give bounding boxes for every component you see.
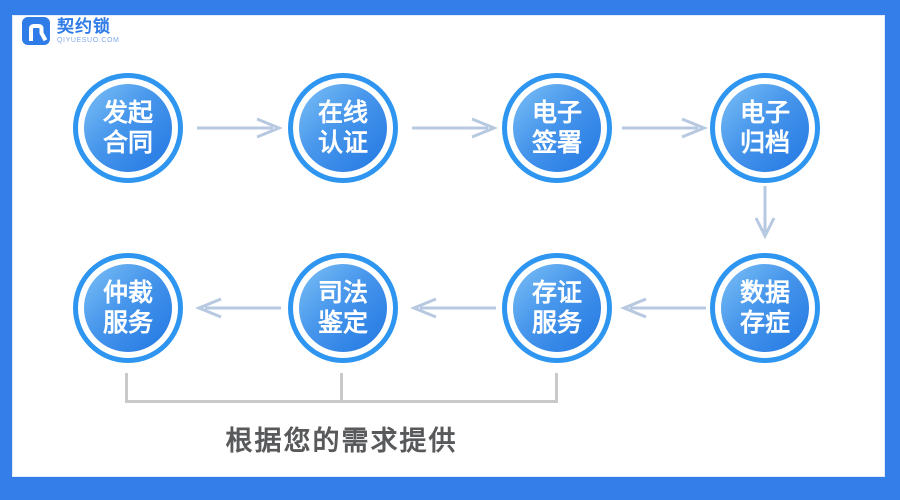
node-label-line2: 合同 bbox=[102, 129, 153, 157]
arrow-right-icon bbox=[410, 116, 498, 140]
node-ring: 司法 鉴定 bbox=[293, 258, 393, 358]
node-label-line1: 在线 bbox=[317, 99, 368, 127]
brand-name: 契约锁 bbox=[57, 17, 111, 36]
node-label-line1: 存证 bbox=[531, 279, 582, 307]
node-electronic-signing: 电子 签署 bbox=[502, 73, 612, 183]
node-label: 电子 签署 bbox=[513, 84, 601, 172]
arrow-left-icon bbox=[195, 296, 283, 320]
arrow-left-icon bbox=[620, 296, 708, 320]
node-label-line1: 电子 bbox=[531, 99, 582, 127]
node-ring: 存证 服务 bbox=[507, 258, 607, 358]
node-ring: 在线 认证 bbox=[293, 78, 393, 178]
node-label: 存证 服务 bbox=[513, 264, 601, 352]
node-judicial-appraisal: 司法 鉴定 bbox=[288, 253, 398, 363]
node-label: 仲裁 服务 bbox=[84, 264, 172, 352]
node-label-line2: 认证 bbox=[317, 129, 368, 157]
arrow-down-icon bbox=[753, 184, 777, 240]
node-ring: 电子 签署 bbox=[507, 78, 607, 178]
node-label-line1: 仲裁 bbox=[102, 279, 153, 307]
arrow-right-icon bbox=[620, 116, 708, 140]
node-label-line1: 数据 bbox=[739, 279, 790, 307]
arrow-left-icon bbox=[410, 296, 498, 320]
node-ring: 电子 归档 bbox=[715, 78, 815, 178]
node-label-line1: 司法 bbox=[317, 279, 368, 307]
node-ring: 发起 合同 bbox=[78, 78, 178, 178]
node-initiate-contract: 发起 合同 bbox=[73, 73, 183, 183]
node-label: 在线 认证 bbox=[299, 84, 387, 172]
note-text: 根据您的需求提供 bbox=[225, 426, 458, 456]
node-label: 电子 归档 bbox=[721, 84, 809, 172]
brand-domain: QIYUESUO.COM bbox=[57, 37, 120, 44]
node-arbitration-service: 仲裁 服务 bbox=[73, 253, 183, 363]
qiyuesuo-logo-icon bbox=[22, 17, 50, 50]
group-bracket bbox=[125, 373, 558, 403]
node-data-deposit: 数据 存症 bbox=[710, 253, 820, 363]
node-label-line2: 服务 bbox=[102, 309, 153, 337]
node-label-line2: 鉴定 bbox=[317, 309, 368, 337]
node-ring: 数据 存症 bbox=[715, 258, 815, 358]
node-label: 司法 鉴定 bbox=[299, 264, 387, 352]
node-online-authentication: 在线 认证 bbox=[288, 73, 398, 183]
node-evidence-service: 存证 服务 bbox=[502, 253, 612, 363]
brand-logo: 契约锁 QIYUESUO.COM bbox=[22, 17, 119, 50]
node-label-line1: 发起 bbox=[102, 99, 153, 127]
node-ring: 仲裁 服务 bbox=[78, 258, 178, 358]
node-electronic-archiving: 电子 归档 bbox=[710, 73, 820, 183]
node-label-line2: 服务 bbox=[531, 309, 582, 337]
node-label-line1: 电子 bbox=[739, 99, 790, 127]
arrow-right-icon bbox=[195, 116, 283, 140]
brand-text: 契约锁 QIYUESUO.COM bbox=[57, 17, 119, 44]
node-label-line2: 存症 bbox=[739, 309, 790, 337]
node-label-line2: 归档 bbox=[739, 129, 790, 157]
group-bracket-middle-tick bbox=[340, 373, 343, 400]
node-label: 数据 存症 bbox=[721, 264, 809, 352]
node-label: 发起 合同 bbox=[84, 84, 172, 172]
node-label-line2: 签署 bbox=[531, 129, 582, 157]
